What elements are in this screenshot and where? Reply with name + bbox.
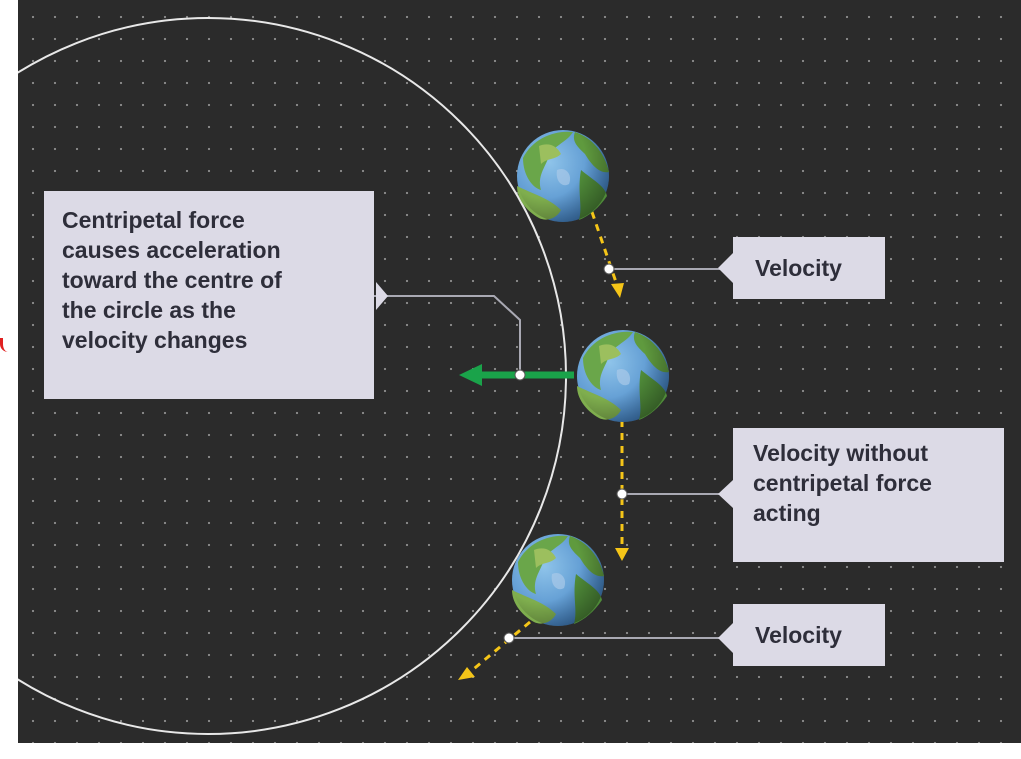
centripetal-force-arrow bbox=[459, 364, 574, 386]
label-line: acting bbox=[753, 500, 821, 526]
velocity-arrow-bottom bbox=[458, 620, 531, 680]
label-line: Velocity without bbox=[753, 440, 929, 466]
connector-centripetal bbox=[374, 295, 521, 375]
velocity-label-bottom: Velocity bbox=[733, 604, 885, 666]
earth-icon bbox=[512, 534, 604, 626]
label-line: Centripetal force bbox=[62, 207, 245, 233]
diagram-panel: Centripetal force causes acceleration to… bbox=[18, 0, 1021, 743]
velocity-arrow-top bbox=[590, 211, 624, 298]
label-pointers bbox=[376, 253, 733, 653]
velocity-label-top: Velocity bbox=[733, 237, 885, 299]
velocity-without-force-label: Velocity without centripetal force actin… bbox=[733, 428, 1004, 562]
connector-dots bbox=[503, 263, 628, 644]
label-line: Velocity bbox=[755, 622, 842, 648]
diagram-canvas bbox=[18, 17, 733, 735]
earth-icon bbox=[517, 130, 609, 222]
edge-mark bbox=[0, 338, 8, 352]
label-line: causes acceleration bbox=[62, 237, 281, 263]
centripetal-force-label: Centripetal force causes acceleration to… bbox=[44, 191, 374, 399]
label-line: the circle as the bbox=[62, 297, 236, 323]
label-line: Velocity bbox=[755, 255, 842, 281]
label-line: centripetal force bbox=[753, 470, 932, 496]
label-line: toward the centre of bbox=[62, 267, 282, 293]
label-line: velocity changes bbox=[62, 327, 248, 353]
velocity-arrow-tangent bbox=[615, 420, 629, 561]
earth-icon bbox=[577, 330, 669, 422]
